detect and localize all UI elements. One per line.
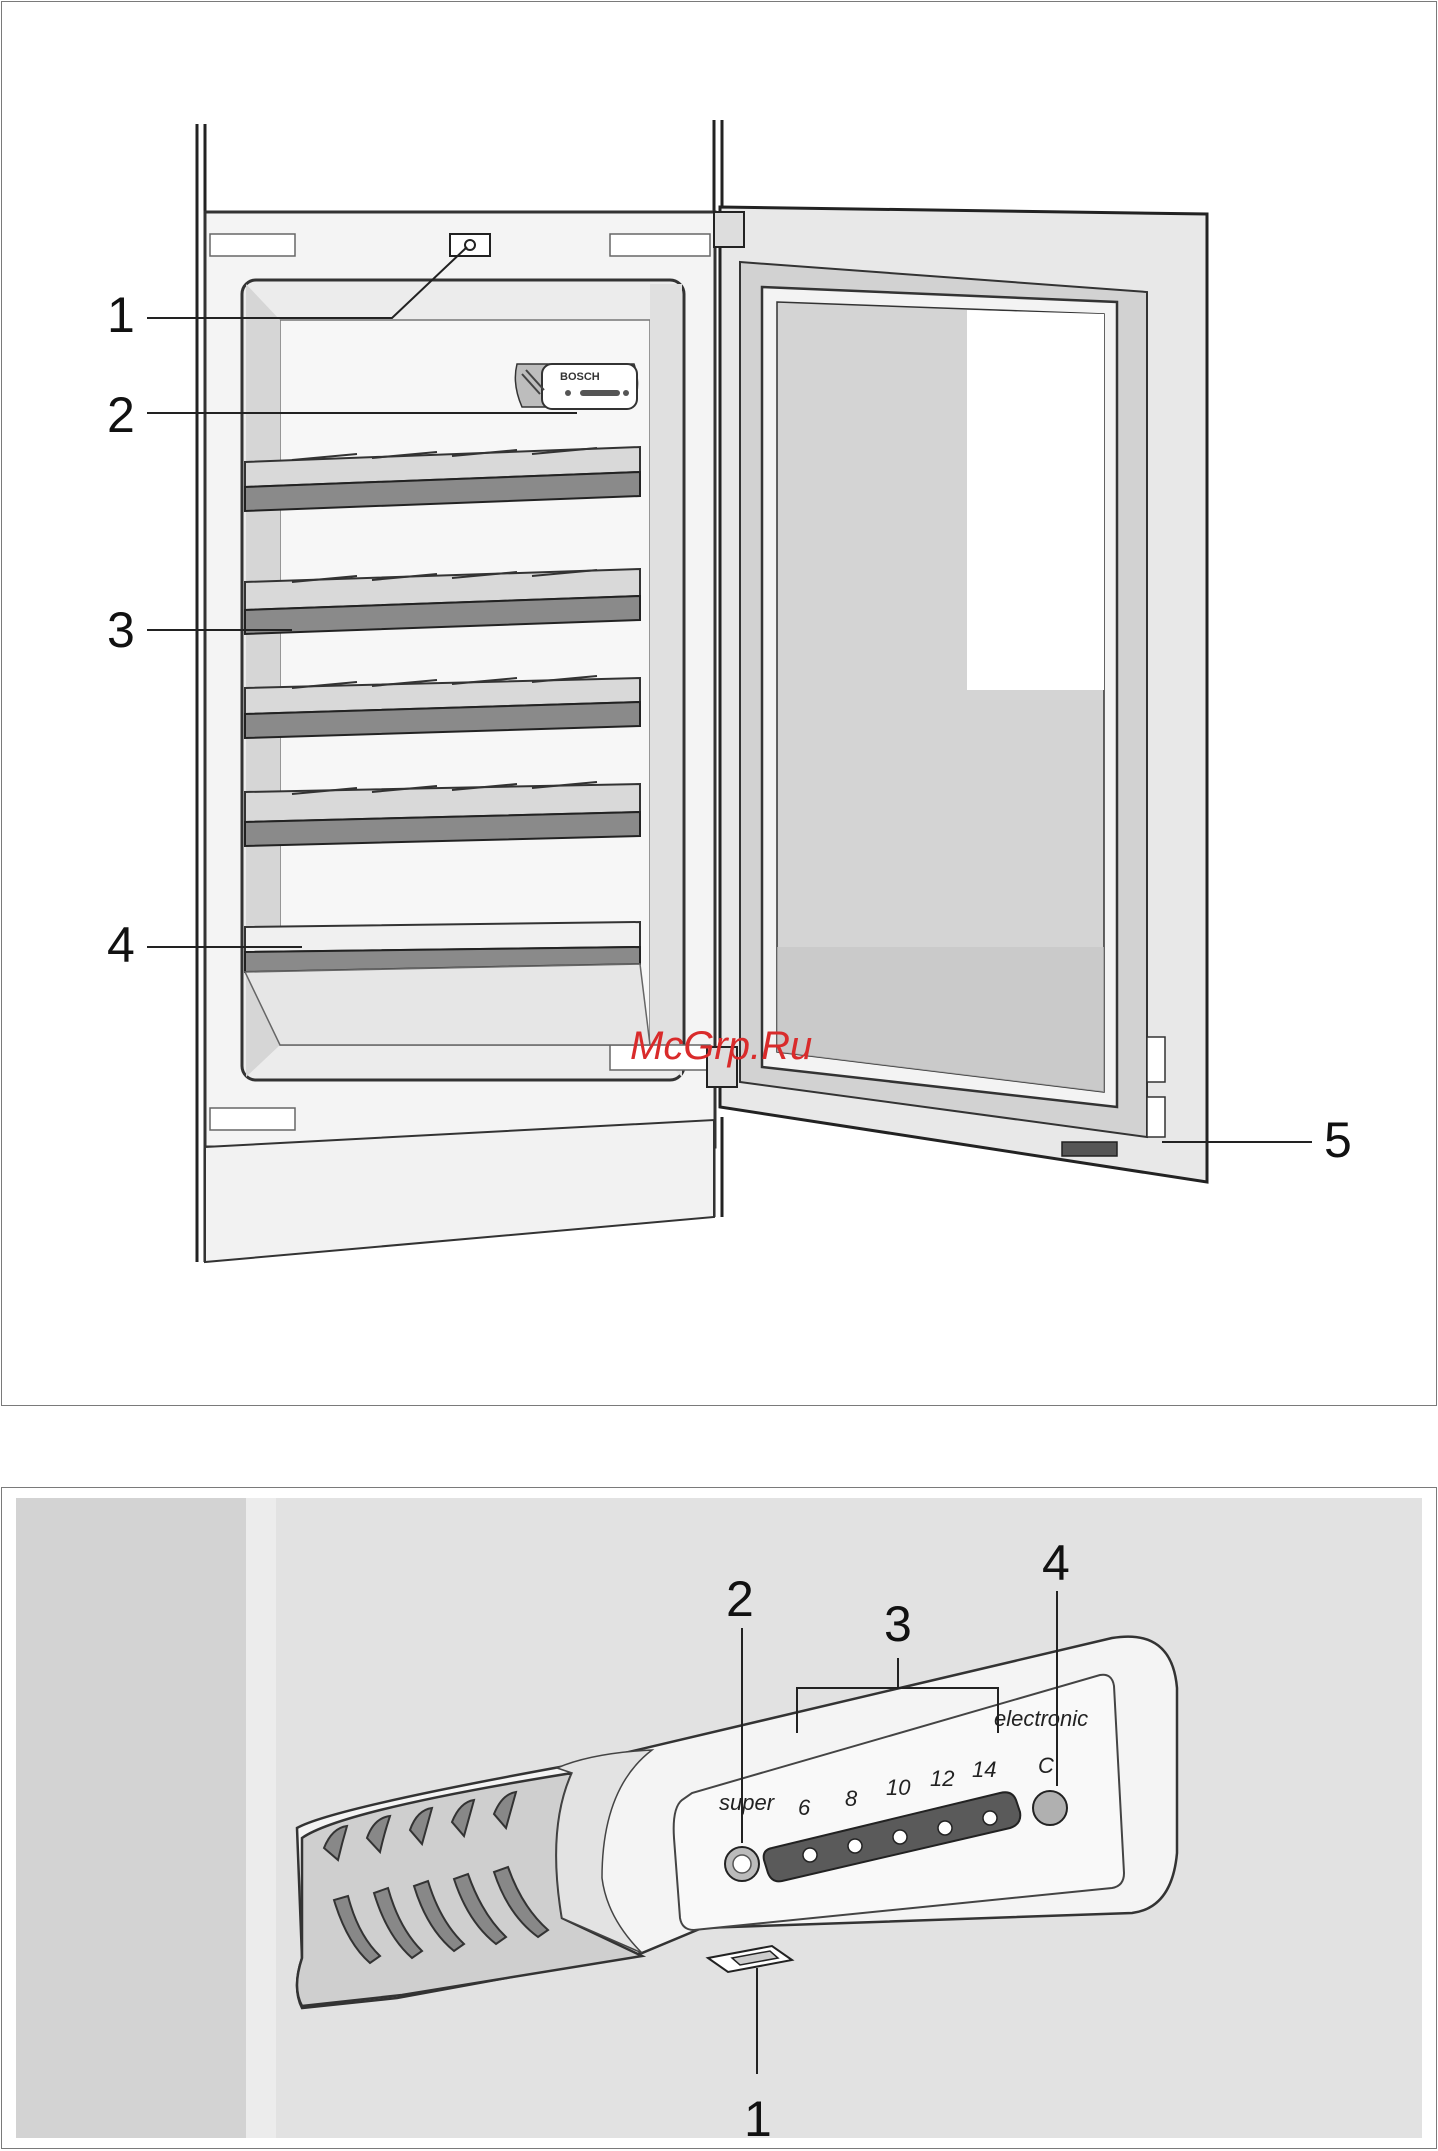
watermark: McGrp.Ru bbox=[630, 1024, 812, 1068]
super-button[interactable] bbox=[725, 1847, 759, 1881]
wire-shelf bbox=[245, 782, 640, 846]
callout-1: 1 bbox=[107, 287, 135, 343]
scale-label: 12 bbox=[930, 1766, 954, 1791]
callout-3: 3 bbox=[107, 602, 135, 658]
callout-2: 2 bbox=[107, 387, 135, 443]
callout-5: 5 bbox=[1324, 1112, 1352, 1168]
figure-control-panel-detail: super 6 8 10 12 14 electronic C 2 3 4 1 bbox=[1, 1487, 1437, 2149]
scale-label: 14 bbox=[972, 1757, 996, 1782]
control-panel-illustration: super 6 8 10 12 14 electronic C 2 3 4 1 bbox=[2, 1488, 1437, 2149]
callout-1: 1 bbox=[744, 2091, 772, 2147]
brand-label: BOSCH bbox=[560, 371, 600, 383]
c-button[interactable] bbox=[1033, 1791, 1067, 1825]
scale-label: 10 bbox=[886, 1775, 911, 1800]
super-label: super bbox=[719, 1790, 776, 1815]
callout-2: 2 bbox=[726, 1571, 754, 1627]
control-unit: BOSCH bbox=[515, 364, 637, 409]
appliance-illustration: BOSCH bbox=[2, 2, 1438, 1407]
callout-4: 4 bbox=[1042, 1535, 1070, 1591]
callout-4: 4 bbox=[107, 917, 135, 973]
callout-3: 3 bbox=[884, 1596, 912, 1652]
figure-appliance-overview: BOSCH bbox=[1, 1, 1437, 1406]
c-label: C bbox=[1038, 1753, 1054, 1778]
scale-label: 6 bbox=[798, 1795, 811, 1820]
door-switch bbox=[450, 234, 490, 256]
electronic-label: electronic bbox=[994, 1706, 1088, 1731]
side-wall bbox=[16, 1498, 246, 2138]
scale-label: 8 bbox=[845, 1786, 858, 1811]
